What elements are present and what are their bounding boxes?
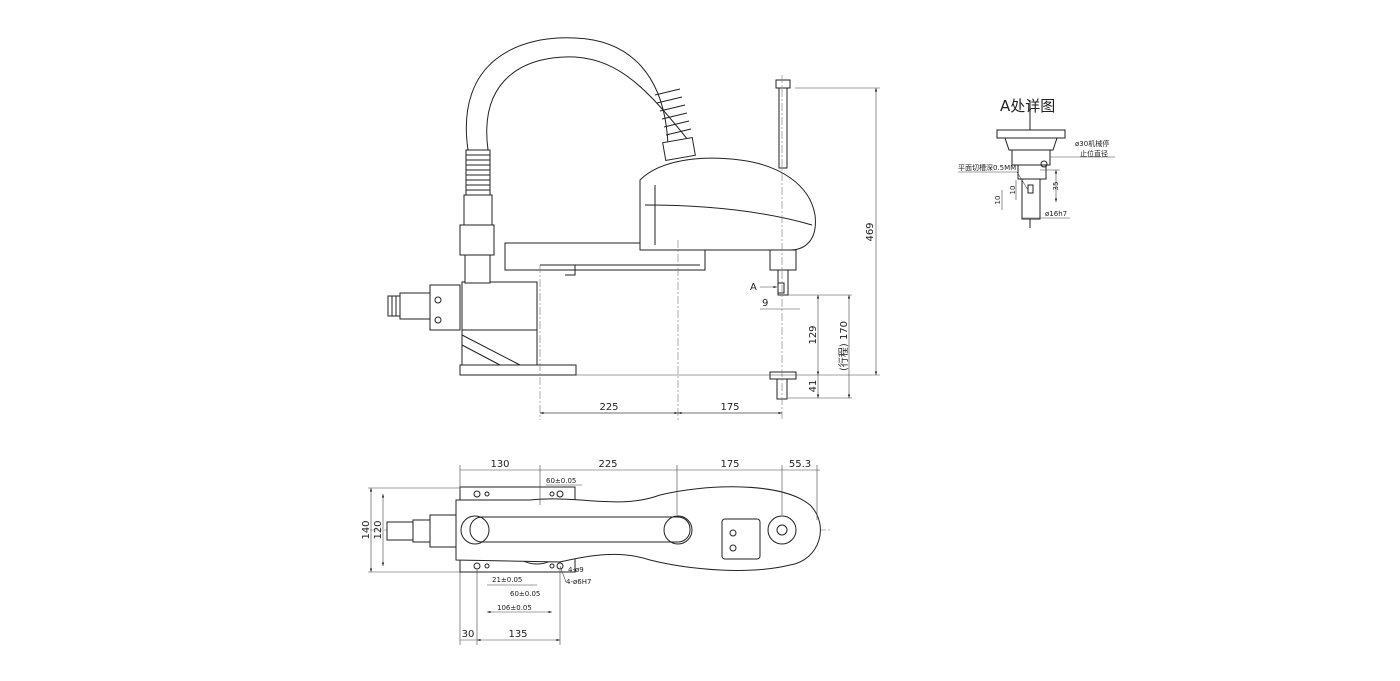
dim-225-top: 225 <box>598 459 617 470</box>
dim-41: 41 <box>808 380 819 393</box>
cable-connector-top <box>386 514 457 548</box>
dim-175-top: 175 <box>720 459 739 470</box>
base-plate <box>459 364 577 376</box>
dim-120: 120 <box>373 520 384 539</box>
detail-dim-16h7: ø16h7 <box>1045 210 1067 218</box>
detail-title: A处详图 <box>1000 97 1055 115</box>
arm-2 <box>639 157 816 251</box>
quill-shaft <box>778 87 788 169</box>
dim-55-3: 55.3 <box>789 459 811 470</box>
cable-connector <box>387 284 461 331</box>
dim-130: 130 <box>490 459 509 470</box>
note-stop-diameter: ø30机械停 <box>1075 139 1109 148</box>
dim-9: 9 <box>762 298 768 309</box>
detail-a-view: A处详图 ø30机械停 止位直径 平面切槽深0.5MM 35 10 10 ø16… <box>958 97 1115 228</box>
dim-135: 135 <box>508 629 527 640</box>
top-view: 130 225 175 55.3 60±0.05 140 120 4-ø9 4-… <box>361 459 830 645</box>
dim-60-bottom: 60±0.05 <box>510 590 540 598</box>
dim-30: 30 <box>462 629 475 640</box>
detail-dim-10b: 10 <box>994 196 1002 205</box>
section-marker-a: A <box>750 282 757 293</box>
dim-106: 106±0.05 <box>497 604 532 612</box>
dim-469: 469 <box>865 222 876 241</box>
detail-dim-10a: 10 <box>1009 186 1017 195</box>
note-flat-groove: 平面切槽深0.5MM <box>958 163 1016 172</box>
base-column <box>461 281 538 366</box>
note-stop-diameter-2: 止位直径 <box>1080 149 1108 158</box>
dim-stroke-170: (行程) 170 <box>837 321 850 371</box>
arm-link <box>469 516 691 543</box>
cable-hose <box>465 37 669 151</box>
dim-140: 140 <box>361 520 372 539</box>
detail-dim-35: 35 <box>1052 182 1060 191</box>
dim-60-top: 60±0.05 <box>546 477 576 485</box>
label-4-holes-6h7: 4-ø6H7 <box>566 578 591 586</box>
label-4-holes-9: 4-ø9 <box>568 566 584 574</box>
dim-175: 175 <box>720 402 739 413</box>
dim-225: 225 <box>599 402 618 413</box>
front-view: 469 225 175 A 9 129 (行程) 170 41 <box>387 37 880 420</box>
dim-129: 129 <box>808 325 819 344</box>
dim-21: 21±0.05 <box>492 576 522 584</box>
